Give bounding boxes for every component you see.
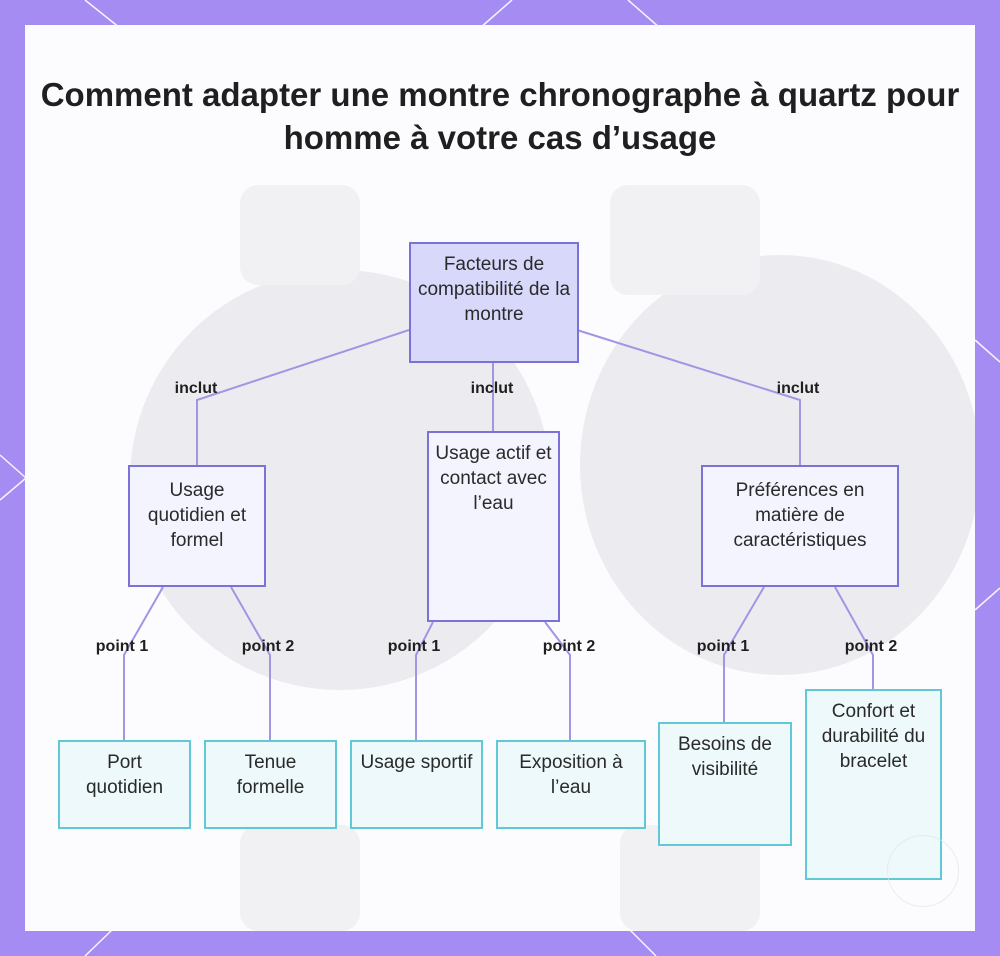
node-visibility-needs: Besoins de visibilité [658,722,792,846]
node-feature-preferences: Préférences en matière de caractéristiqu… [701,465,899,587]
edge-label-point2-daily: point 2 [241,638,295,655]
node-label: Usage sportif [360,752,473,773]
node-label: Préférences en matière de caractéristiqu… [733,480,867,551]
connector-lines [123,329,874,740]
node-formal-attire: Tenue formelle [204,740,337,829]
edge-label-includes-center: inclut [470,380,514,397]
diagram-title: Comment adapter une montre chronographe … [40,76,960,156]
node-label: Facteurs de compatibilité de la montre [417,254,571,325]
node-active-water-use: Usage actif et contact avec l’eau [427,431,560,622]
node-label: Exposition à l’eau [519,752,623,798]
diagram-card: Comment adapter une montre chronographe … [25,25,975,931]
edge-label-point1-features: point 1 [696,638,750,655]
node-label: Tenue formelle [236,752,305,798]
edge-label-point2-features: point 2 [844,638,898,655]
node-label: Usage actif et contact avec l’eau [435,443,552,514]
node-root-compatibility-factors: Facteurs de compatibilité de la montre [409,242,579,363]
node-daily-wear: Port quotidien [58,740,191,829]
watch-strap-left-bottom [240,825,360,931]
node-sport-use: Usage sportif [350,740,483,829]
watch-strap-left-top [240,185,360,285]
edge-label-includes-left: inclut [174,380,218,397]
node-label: Usage quotidien et formel [147,480,247,551]
node-label: Port quotidien [85,752,164,798]
node-water-exposure: Exposition à l’eau [496,740,646,829]
node-label: Confort et durabilité du bracelet [821,701,926,772]
edge-label-point1-daily: point 1 [95,638,149,655]
edge-label-point2-active: point 2 [542,638,596,655]
watermark-emblem-icon [887,835,959,907]
watch-strap-right-top [610,185,760,295]
edge-label-includes-right: inclut [776,380,820,397]
node-daily-formal-use: Usage quotidien et formel [128,465,266,587]
edge-label-point1-active: point 1 [387,638,441,655]
node-label: Besoins de visibilité [677,734,772,780]
